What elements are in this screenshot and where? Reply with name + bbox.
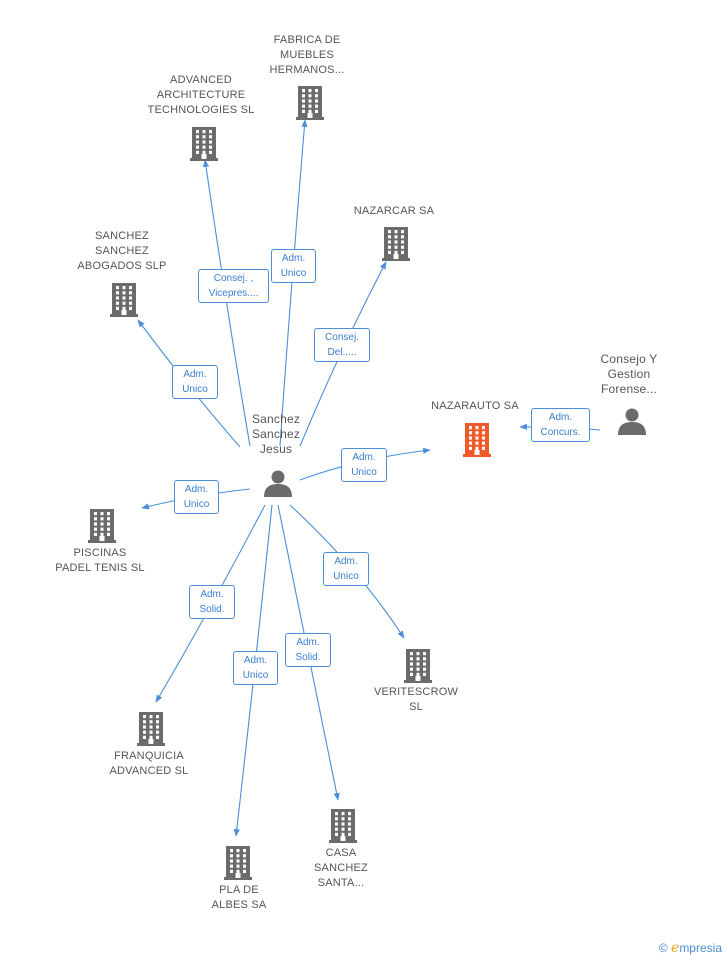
company-franquicia-building-icon[interactable]	[135, 710, 167, 751]
company-nazarcar-label: NAZARCAR SA	[353, 205, 435, 217]
company-casa-building-icon[interactable]	[327, 807, 359, 848]
company-veritescrow-building-icon[interactable]	[402, 647, 434, 688]
relation-nazarauto[interactable]: Adm.Unico	[341, 448, 387, 482]
relation-advanced[interactable]: Consej. ,Vicepres....	[198, 269, 269, 303]
relation-piscinas[interactable]: Adm.Unico	[174, 480, 219, 514]
other-person-label: Consejo Y Gestion Forense...	[600, 352, 658, 396]
center-person-label: Sanchez Sanchez Jesus	[251, 412, 301, 456]
company-fabrica-building-icon[interactable]	[294, 84, 326, 125]
edge-fabrica	[279, 119, 308, 447]
company-nazarauto-label: NAZARAUTO SA	[431, 400, 519, 412]
empresia-brand[interactable]: © empresia	[658, 940, 722, 956]
company-pla-building-icon[interactable]	[222, 844, 254, 885]
company-advanced-building-icon[interactable]	[188, 125, 220, 166]
company-piscinas-building-icon[interactable]	[86, 507, 118, 548]
relation-fabrica[interactable]: Adm.Unico	[271, 249, 316, 283]
company-sanchez-abogados-building-icon[interactable]	[108, 281, 140, 322]
relation-veritescrow[interactable]: Adm.Unico	[323, 552, 369, 586]
center-person-icon[interactable]	[263, 468, 293, 503]
relation-nazarcar[interactable]: Consej.Del.,...	[314, 328, 370, 362]
relation-concursal[interactable]: Adm.Concurs.	[531, 408, 590, 442]
company-nazarauto-building-icon[interactable]	[461, 421, 493, 462]
other-person-icon[interactable]	[617, 406, 647, 441]
relation-casa[interactable]: Adm.Solid.	[285, 633, 331, 667]
company-nazarcar-building-icon[interactable]	[380, 225, 412, 266]
edge-advanced	[202, 159, 251, 447]
relation-sanchez-abogados[interactable]: Adm.Unico	[172, 365, 218, 399]
relation-franquicia[interactable]: Adm.Solid.	[189, 585, 235, 619]
relation-pla[interactable]: Adm.Unico	[233, 651, 278, 685]
